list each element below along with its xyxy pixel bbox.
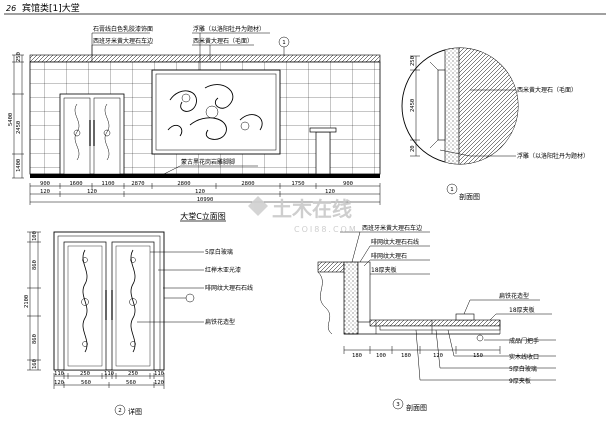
double-door bbox=[59, 93, 125, 175]
section-bubble-label: 1 bbox=[282, 40, 286, 46]
section-bubble bbox=[278, 36, 290, 48]
s1-bubble-label: 1 bbox=[450, 187, 454, 193]
s3-caption: 剖面图 bbox=[406, 403, 427, 412]
detail-dim-b-4: 110 bbox=[104, 371, 114, 377]
s1-callout-relief: 浮雕（以洛阳牡丹为题材） bbox=[517, 152, 589, 160]
s3-callout-8: 5厚白玻璃 bbox=[509, 365, 537, 373]
dim-bottom-6: 1750 bbox=[291, 181, 304, 187]
s3-dim-1: 100 bbox=[376, 353, 386, 359]
detail-dim-b-9: 110 bbox=[154, 371, 164, 377]
dim-bottom-3: 2870 bbox=[131, 181, 144, 187]
s3-callout-9: 9厚夹板 bbox=[509, 377, 531, 385]
dim-bottom-2: 1100 bbox=[101, 181, 114, 187]
s1-caption: 剖面图 bbox=[459, 192, 480, 201]
s1-callout-marble: 西米黄大理石（毛面） bbox=[517, 86, 577, 94]
page-title: 宾馆类[1]大堂 bbox=[22, 2, 80, 14]
granite-base bbox=[30, 174, 380, 178]
dim-bottom2-2: 120 bbox=[195, 189, 205, 195]
elevation-left-dims: 250 2450 5400 1400 bbox=[8, 52, 24, 179]
cornice-molding bbox=[29, 54, 381, 63]
dim-bottom-5: 2800 bbox=[241, 181, 254, 187]
elevation-callouts: 石膏线白色乳胶漆饰面 西班牙米黄大理石车边 浮雕（以洛阳牡丹为题材） 西米黄大理… bbox=[91, 25, 270, 177]
detail-door-drawing: 5厚白玻璃 红榉木亚光漆 啡网纹大理石石线 扁铁花造型 100 860 2100… bbox=[24, 231, 253, 416]
dim-bottom2-1: 120 bbox=[87, 189, 97, 195]
door-handle-icon bbox=[476, 334, 484, 342]
callout-relief: 浮雕（以洛阳牡丹为题材） bbox=[193, 25, 265, 33]
s3-callout-2: 啡网纹大理石 bbox=[371, 252, 407, 260]
page-header: 26 宾馆类[1]大堂 bbox=[4, 2, 606, 15]
dim-bottom-7: 900 bbox=[343, 181, 353, 187]
detail-callout-iron: 扁铁花造型 bbox=[205, 318, 235, 326]
s3-callout-4: 扁铁花造型 bbox=[499, 292, 529, 300]
detail-callout-glass: 5厚白玻璃 bbox=[205, 248, 233, 256]
dim-bottom-0: 900 bbox=[40, 181, 50, 187]
elevation-drawing: 1 bbox=[29, 36, 381, 178]
detail-dim-left-1: 860 bbox=[32, 260, 38, 270]
s1-dim-0: 250 bbox=[410, 56, 416, 66]
s3-callout-5: 18厚夹板 bbox=[509, 306, 535, 314]
detail-callout-stone-line: 啡网纹大理石石线 bbox=[205, 284, 253, 292]
s3-callout-1: 啡网纹大理石石线 bbox=[371, 238, 419, 246]
dim-left-2: 5400 bbox=[8, 113, 14, 126]
s3-callout-6: 成品门把手 bbox=[509, 337, 539, 345]
callout-granite: 蒙古黑花岗岩雕脚脚 bbox=[181, 158, 235, 166]
detail-dim-left-4: 160 bbox=[32, 359, 38, 369]
relief-panel bbox=[151, 69, 281, 155]
detail-caption: 详图 bbox=[128, 407, 142, 416]
dim-bottom2-0: 120 bbox=[40, 189, 50, 195]
dim-left-3: 1400 bbox=[16, 159, 22, 172]
detail-dim-b-0: 110 bbox=[54, 371, 64, 377]
detail-dim-left-2: 2100 bbox=[24, 295, 30, 308]
section-1-drawing: 250 2450 20 西米黄大理石（毛面） 浮雕（以洛阳牡丹为题材） 1 剖面… bbox=[401, 47, 589, 201]
detail-dim-b-2: 250 bbox=[80, 371, 90, 377]
watermark-en: COI88.COM bbox=[294, 225, 358, 234]
s3-callout-3: 18厚夹板 bbox=[371, 266, 397, 274]
detail-dim-b2-3: 120 bbox=[154, 380, 164, 386]
s3-dim-0: 180 bbox=[352, 353, 362, 359]
s3-dim-4: 150 bbox=[473, 353, 483, 359]
s1-bubble bbox=[446, 183, 458, 195]
dim-left-1: 2450 bbox=[16, 121, 22, 134]
s1-dim-1: 2450 bbox=[410, 99, 416, 112]
detail-dim-b2-0: 120 bbox=[54, 380, 64, 386]
dim-left-0: 250 bbox=[16, 52, 22, 62]
detail-bubble bbox=[114, 404, 126, 416]
dim-bottom2-3: 120 bbox=[325, 189, 335, 195]
detail-dim-left-0: 100 bbox=[32, 231, 38, 241]
s3-callout-7: 实木线收口 bbox=[509, 353, 539, 361]
reception-desk bbox=[309, 127, 337, 175]
page-number: 26 bbox=[6, 4, 16, 13]
dim-bottom-1: 1600 bbox=[69, 181, 82, 187]
watermark: 土木在线 COI88.COM bbox=[248, 196, 358, 234]
detail-section-marker bbox=[185, 293, 195, 303]
section-3-drawing: 西班牙米黄大理石车边 啡网纹大理石石线 啡网纹大理石 18厚夹板 扁铁花造型 1… bbox=[317, 224, 556, 412]
s3-dim-2: 180 bbox=[401, 353, 411, 359]
detail-callout-beech: 红榉木亚光漆 bbox=[205, 266, 241, 274]
elevation-bottom-dims: 900 1600 1100 2870 2800 2800 1750 900 12… bbox=[29, 181, 381, 222]
detail-bubble-label: 2 bbox=[118, 408, 122, 414]
s3-bubble bbox=[392, 398, 404, 410]
watermark-cn: 土木在线 bbox=[272, 197, 352, 221]
elevation-caption: 大堂C立面图 bbox=[180, 211, 226, 221]
s1-dim-2: 20 bbox=[410, 145, 416, 152]
dim-total: 10990 bbox=[197, 197, 214, 203]
detail-dim-b2-1: 560 bbox=[81, 380, 91, 386]
detail-dim-b2-2: 560 bbox=[126, 380, 136, 386]
detail-dim-left-3: 860 bbox=[32, 334, 38, 344]
s3-callout-0: 西班牙米黄大理石车边 bbox=[362, 224, 422, 232]
callout-marble: 西米黄大理石（毛面） bbox=[193, 37, 253, 45]
dim-bottom-4: 2800 bbox=[177, 181, 190, 187]
detail-dim-b-7: 250 bbox=[128, 371, 138, 377]
callout-gypsum: 石膏线白色乳胶漆饰面 bbox=[93, 25, 153, 33]
callout-marble-trim: 西班牙米黄大理石车边 bbox=[93, 37, 153, 45]
s3-dim-3: 120 bbox=[433, 353, 443, 359]
s3-bubble-label: 3 bbox=[396, 402, 400, 408]
